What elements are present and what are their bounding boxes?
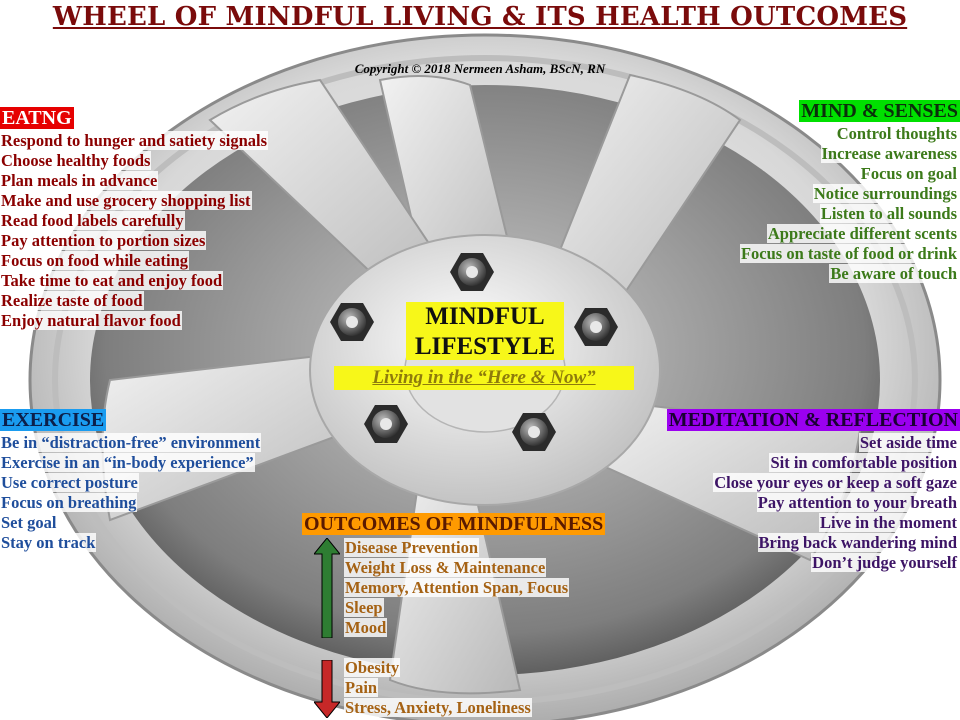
outcome-decrease-item-text: Stress, Anxiety, Loneliness (344, 698, 532, 717)
meditation-heading: MEDITATION & REFLECTION (666, 409, 960, 431)
mind-senses-item: Listen to all sounds (740, 204, 958, 224)
outcome-increase-item-text: Mood (344, 618, 388, 637)
eating-item: Realize taste of food (0, 291, 268, 311)
exercise-item: Set goal (0, 513, 261, 533)
mind-senses-item: Appreciate different scents (740, 224, 958, 244)
mind-senses-item-text: Focus on goal (859, 164, 958, 183)
exercise-item: Use correct posture (0, 473, 261, 493)
meditation-item: Live in the moment (713, 513, 958, 533)
meditation-item: Don’t judge yourself (713, 553, 958, 573)
mind-senses-item-text: Notice surroundings (812, 184, 958, 203)
eating-item-text: Enjoy natural flavor food (0, 311, 182, 330)
meditation-item-text: Live in the moment (818, 513, 958, 532)
meditation-item-text: Don’t judge yourself (811, 553, 958, 572)
center-line2: LIFESTYLE (414, 333, 556, 360)
mind-senses-item-text: Appreciate different scents (766, 224, 958, 243)
exercise-item-text: Be in “distraction-free” environment (0, 433, 262, 452)
eating-item-text: Plan meals in advance (0, 171, 159, 190)
eating-item-text: Make and use grocery shopping list (0, 191, 252, 210)
mind-senses-item-text: Be aware of touch (829, 264, 958, 283)
mind-senses-item: Notice surroundings (740, 184, 958, 204)
meditation-item-text: Bring back wandering mind (757, 533, 958, 552)
mind-senses-heading: MIND & SENSES (799, 100, 960, 122)
exercise-item: Exercise in an “in-body experience” (0, 453, 261, 473)
eating-item-text: Read food labels carefully (0, 211, 185, 230)
center-label-box (406, 302, 564, 360)
meditation-item: Bring back wandering mind (713, 533, 958, 553)
outcome-decrease-item: Stress, Anxiety, Loneliness (344, 698, 532, 718)
eating-item: Plan meals in advance (0, 171, 268, 191)
mind-senses-item: Increase awareness (740, 144, 958, 164)
exercise-item-text: Focus on breathing (0, 493, 138, 512)
exercise-item-text: Exercise in an “in-body experience” (0, 453, 255, 472)
eating-item-text: Respond to hunger and satiety signals (0, 131, 269, 150)
eating-item-text: Choose healthy foods (0, 151, 152, 170)
outcome-increase-item-text: Weight Loss & Maintenance (344, 558, 547, 577)
outcome-increase-item: Mood (344, 618, 569, 638)
eating-heading: EATNG (0, 107, 74, 129)
eating-item: Pay attention to portion sizes (0, 231, 268, 251)
meditation-item: Sit in comfortable position (713, 453, 958, 473)
outcome-increase-item-text: Disease Prevention (344, 538, 480, 557)
copyright-notice: Copyright © 2018 Nermeen Asham, BScN, RN (354, 61, 606, 76)
mind-senses-item-text: Listen to all sounds (819, 204, 958, 223)
page-title: WHEEL OF MINDFUL LIVING & ITS HEALTH OUT… (52, 2, 908, 32)
eating-item-text: Focus on food while eating (0, 251, 190, 270)
eating-item-text: Pay attention to portion sizes (0, 231, 207, 250)
mind-senses-item: Control thoughts (740, 124, 958, 144)
outcome-increase-item-text: Memory, Attention Span, Focus (344, 578, 570, 597)
outcome-decrease-item: Pain (344, 678, 532, 698)
eating-item: Enjoy natural flavor food (0, 311, 268, 331)
eating-item-text: Take time to eat and enjoy food (0, 271, 224, 290)
center-line1: MINDFUL (425, 303, 545, 330)
outcome-increase-item: Memory, Attention Span, Focus (344, 578, 570, 598)
exercise-item: Be in “distraction-free” environment (0, 433, 262, 453)
down-arrow-icon (314, 660, 340, 718)
outcome-increase-item: Sleep (344, 598, 569, 618)
mind-senses-item-text: Focus on taste of food or drink (739, 244, 958, 263)
outcomes-heading: OUTCOMES OF MINDFULNESS (302, 513, 606, 535)
mind-senses-item: Be aware of touch (740, 264, 958, 284)
meditation-item-text: Close your eyes or keep a soft gaze (713, 473, 958, 492)
outcome-decrease-item: Obesity (344, 658, 532, 678)
mind-senses-item-text: Control thoughts (835, 124, 958, 143)
eating-item: Respond to hunger and satiety signals (0, 131, 269, 151)
eating-item-text: Realize taste of food (0, 291, 144, 310)
eating-item: Take time to eat and enjoy food (0, 271, 268, 291)
mind-senses-item: Focus on goal (740, 164, 958, 184)
exercise-item-text: Use correct posture (0, 473, 139, 492)
eating-item: Focus on food while eating (0, 251, 268, 271)
up-arrow-icon (314, 538, 340, 638)
meditation-item-text: Sit in comfortable position (769, 453, 958, 472)
exercise-item: Focus on breathing (0, 493, 261, 513)
outcome-increase-item: Weight Loss & Maintenance (344, 558, 569, 578)
meditation-item: Set aside time (713, 433, 958, 453)
eating-item: Choose healthy foods (0, 151, 268, 171)
mind-senses-item-text: Increase awareness (820, 144, 958, 163)
eating-item: Read food labels carefully (0, 211, 268, 231)
mind-senses-item: Focus on taste of food or drink (739, 244, 958, 264)
center-subtitle: Living in the “Here & Now” (334, 366, 634, 390)
outcome-decrease-item-text: Obesity (344, 658, 401, 677)
meditation-item: Close your eyes or keep a soft gaze (713, 473, 958, 493)
exercise-item-text: Set goal (0, 513, 58, 532)
exercise-item: Stay on track (0, 533, 261, 553)
exercise-item-text: Stay on track (0, 533, 97, 552)
meditation-item-text: Pay attention to your breath (756, 493, 958, 512)
eating-item: Make and use grocery shopping list (0, 191, 268, 211)
exercise-heading: EXERCISE (0, 409, 107, 431)
outcome-increase-item-text: Sleep (344, 598, 384, 617)
meditation-item-text: Set aside time (858, 433, 958, 452)
meditation-item: Pay attention to your breath (713, 493, 958, 513)
outcome-increase-item: Disease Prevention (344, 538, 569, 558)
outcome-decrease-item-text: Pain (344, 678, 379, 697)
